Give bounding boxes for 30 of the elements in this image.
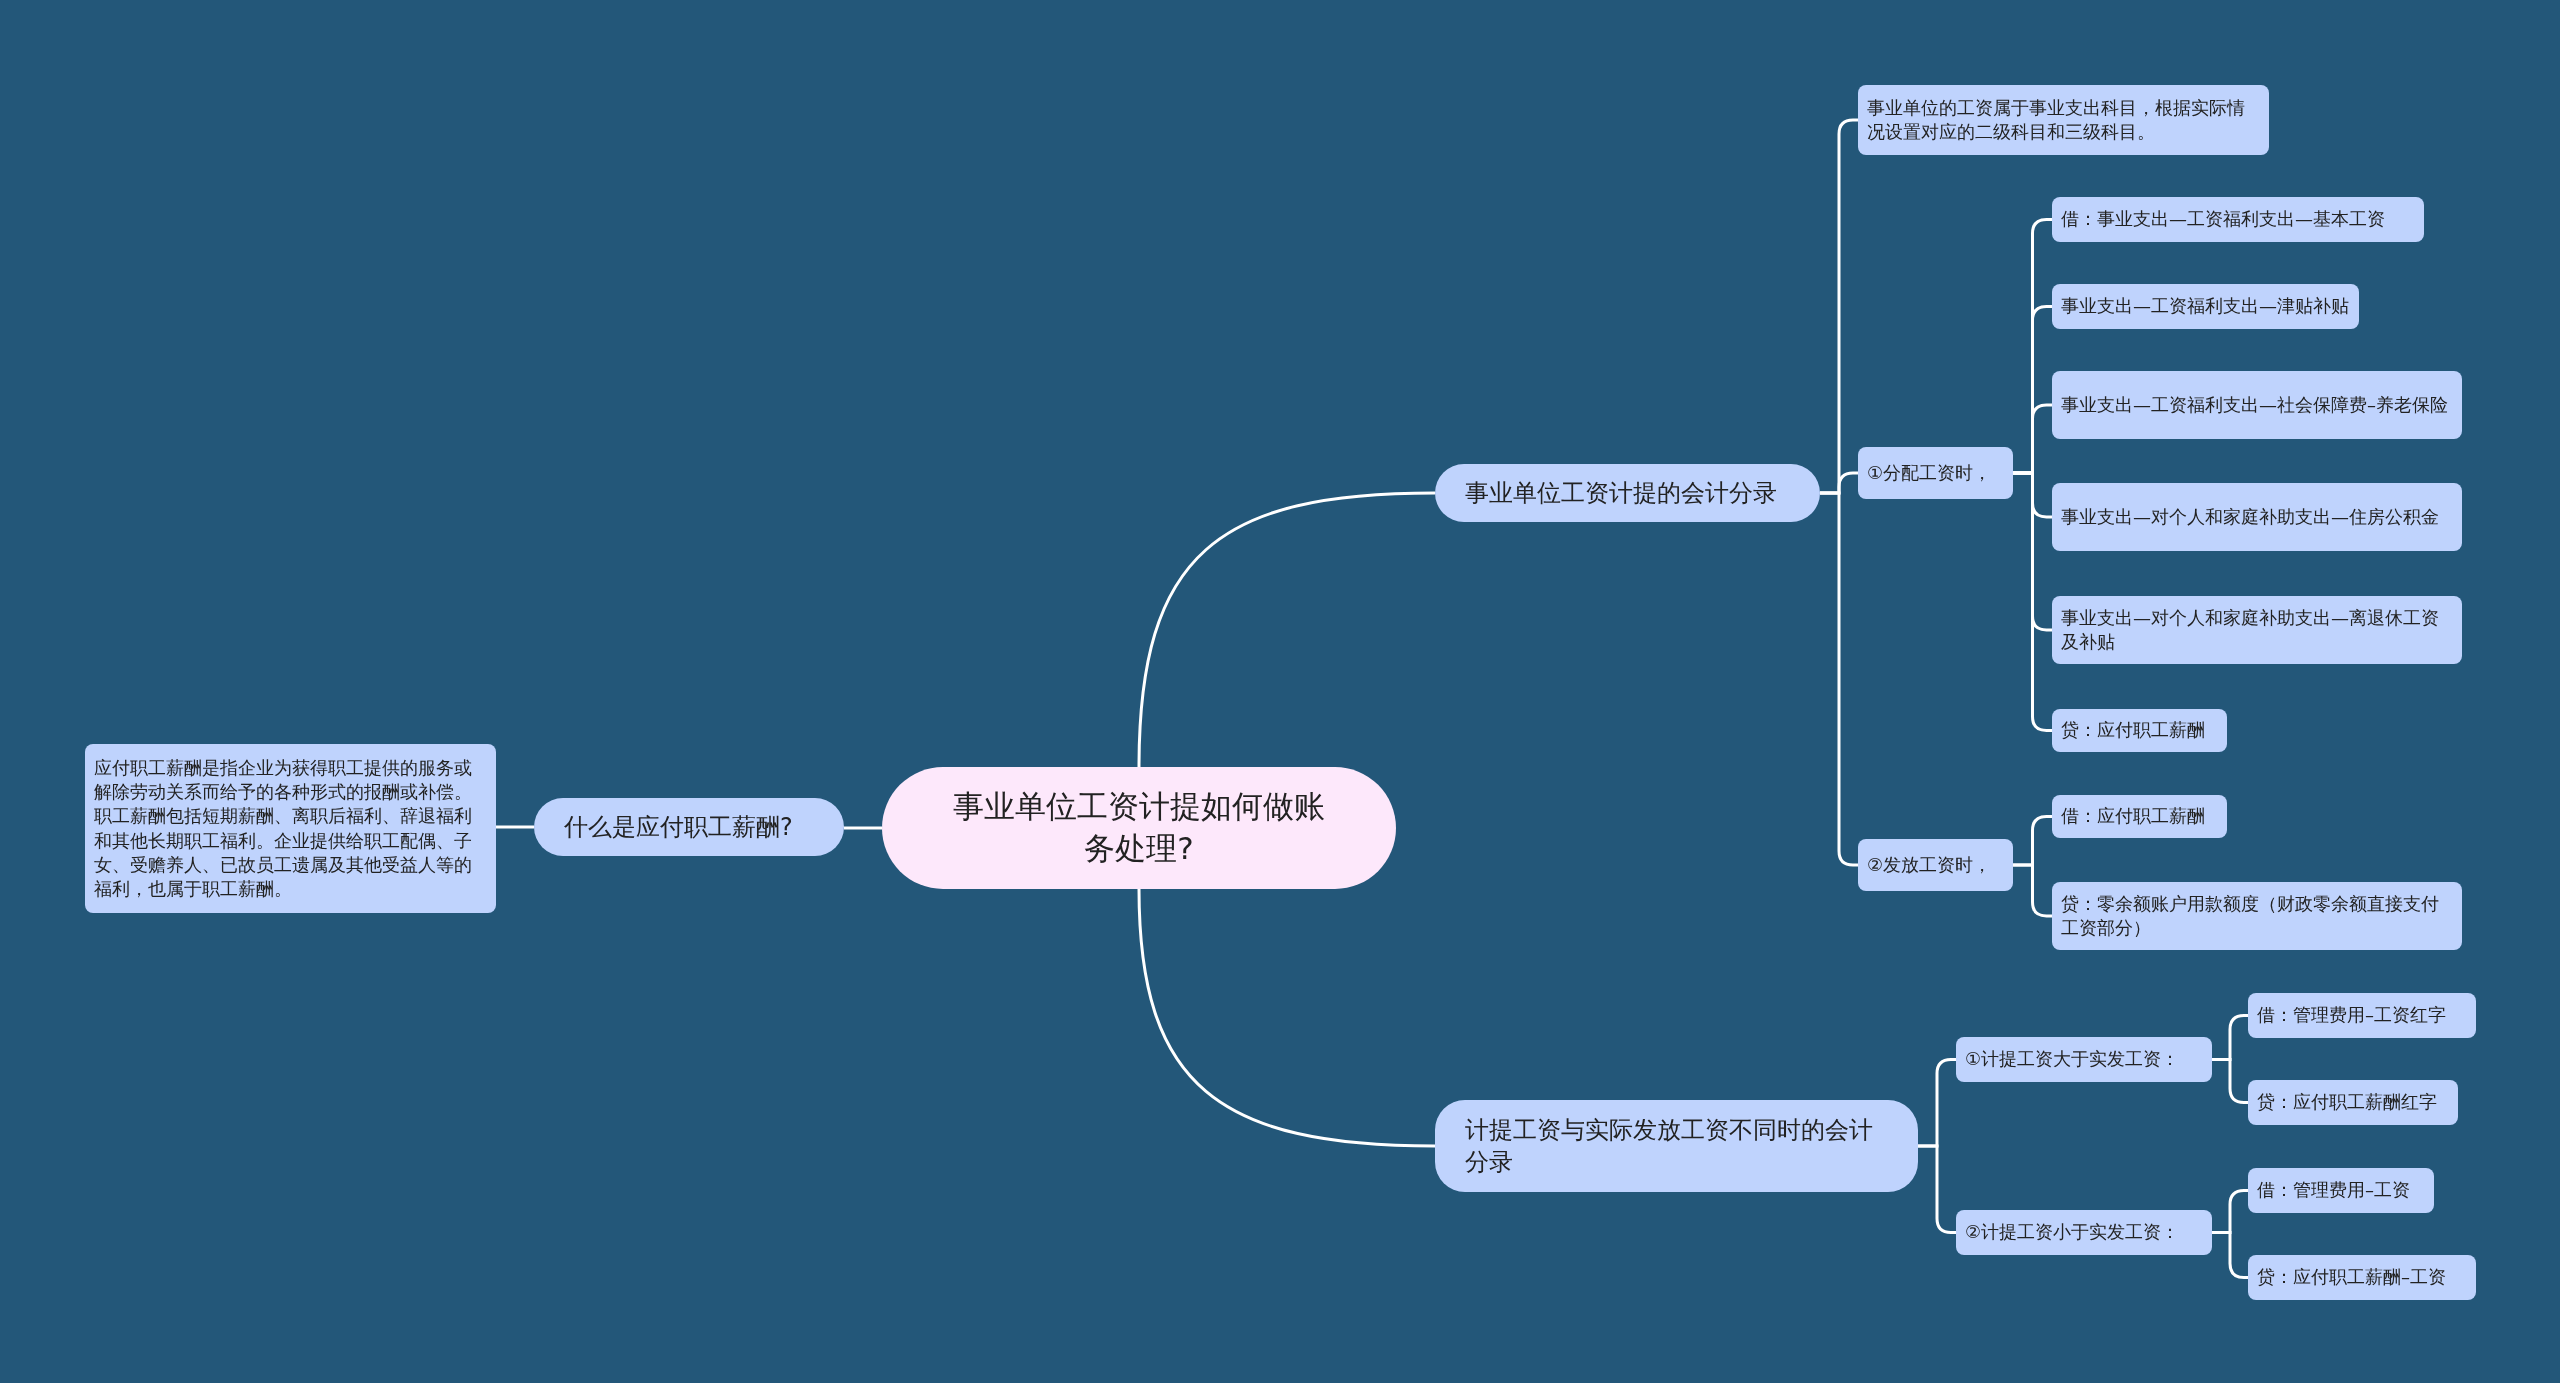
note-box: ①计提工资大于实发工资： xyxy=(1956,1037,2212,1082)
note-box: 事业支出—对个人和家庭补助支出—离退休工资及补贴 xyxy=(2052,596,2462,664)
topic-pill: 计提工资与实际发放工资不同时的会计分录 xyxy=(1435,1100,1918,1192)
connector-line xyxy=(496,825,534,829)
note-box: ①分配工资时， xyxy=(1858,447,2013,499)
connector-line xyxy=(2212,1231,2248,1279)
note-box: ②发放工资时， xyxy=(1858,839,2013,891)
connector-line xyxy=(844,826,882,830)
topic-pill: 事业单位工资计提的会计分录 xyxy=(1435,464,1820,522)
note-box: 贷：应付职工薪酬 xyxy=(2052,709,2227,752)
note-box: 借：事业支出—工资福利支出—基本工资 xyxy=(2052,197,2424,242)
note-box: 借：管理费用–工资红字 xyxy=(2248,993,2476,1038)
connector-line xyxy=(2212,1058,2248,1104)
note-box: 应付职工薪酬是指企业为获得职工提供的服务或解除劳动关系而给予的各种形式的报酬或补偿。职工薪酬包括短期薪酬、离职后福利、辞退福利和其他长期职工福利。企业提供给职工配偶、子女、受赡养人、已故员工遗属及其他受益人等的福利，也属于职工薪酬。 xyxy=(85,744,496,913)
connector-line xyxy=(1137,888,1436,1148)
connector-line xyxy=(1137,491,1436,768)
note-box: 事业支出—工资福利支出—社会保障费–养老保险 xyxy=(2052,371,2462,439)
topic-pill: 什么是应付职工薪酬? xyxy=(534,798,844,856)
note-box: 贷：应付职工薪酬红字 xyxy=(2248,1080,2458,1125)
note-box: 事业支出—工资福利支出—津贴补贴 xyxy=(2052,284,2359,329)
connector-line xyxy=(2013,863,2052,918)
note-box: 贷：应付职工薪酬–工资 xyxy=(2248,1255,2476,1300)
note-box: 借：管理费用–工资 xyxy=(2248,1168,2434,1213)
note-box: 事业单位的工资属于事业支出科目，根据实际情况设置对应的二级科目和三级科目。 xyxy=(1858,85,2269,155)
connector-line xyxy=(1918,1144,1956,1234)
note-box: 事业支出—对个人和家庭补助支出—住房公积金 xyxy=(2052,483,2462,551)
topic-pill: 事业单位工资计提如何做账务处理? xyxy=(882,767,1396,889)
note-box: ②计提工资小于实发工资： xyxy=(1956,1210,2212,1255)
note-box: 借：应付职工薪酬 xyxy=(2052,795,2227,838)
note-box: 贷：零余额账户用款额度（财政零余额直接支付工资部分） xyxy=(2052,882,2462,950)
